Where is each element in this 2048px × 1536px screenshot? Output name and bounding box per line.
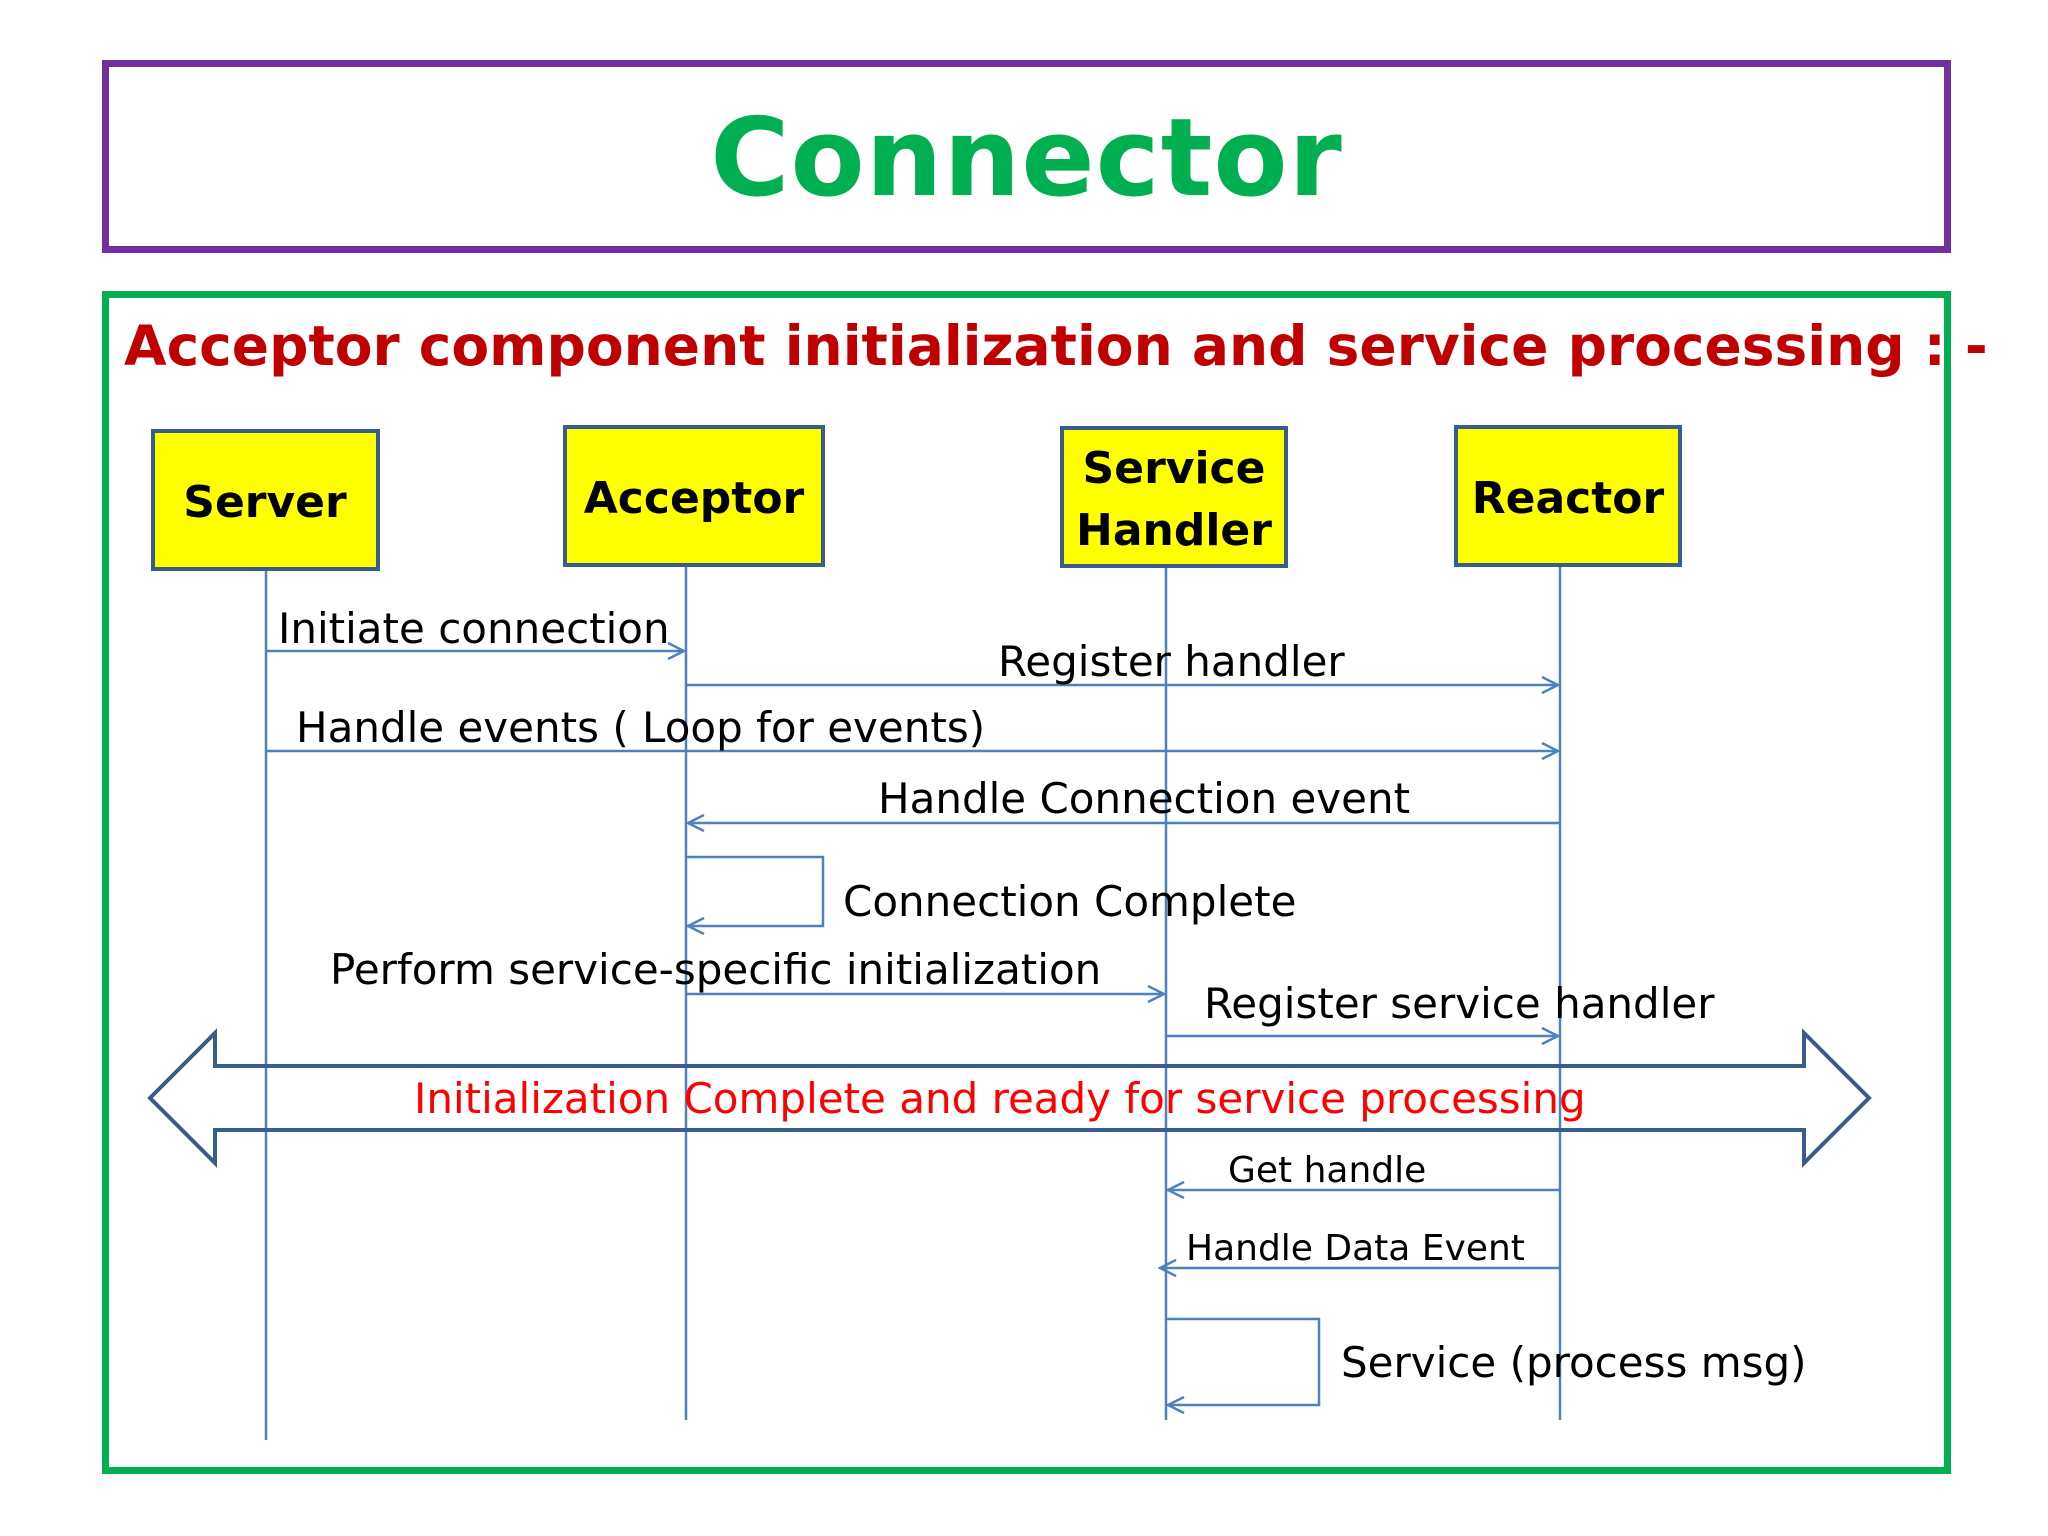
connection-complete-label: Connection Complete xyxy=(843,877,1296,926)
initiate-connection-label: Initiate connection xyxy=(278,604,670,653)
participant-server: Server xyxy=(151,429,380,571)
initialization-banner-label: Initialization Complete and ready for se… xyxy=(414,1074,1586,1123)
participant-reactor-label: Reactor xyxy=(1472,473,1665,524)
participant-acceptor: Acceptor xyxy=(563,425,825,567)
participant-reactor: Reactor xyxy=(1454,425,1682,567)
participant-service-handler: Service Handler xyxy=(1060,426,1288,568)
service-self-arrow xyxy=(1166,1317,1321,1405)
handle-data-event-label: Handle Data Event xyxy=(1186,1228,1525,1269)
handle-events-label: Handle events ( Loop for events) xyxy=(296,703,985,752)
get-handle-label: Get handle xyxy=(1228,1150,1426,1191)
connection-complete-self-arrow xyxy=(686,855,825,926)
participant-service-handler-label-1: Service xyxy=(1083,443,1266,494)
participant-acceptor-label: Acceptor xyxy=(584,473,805,524)
section-heading: Acceptor component initialization and se… xyxy=(124,314,1988,378)
register-handler-label: Register handler xyxy=(998,637,1345,686)
title-box: Connector xyxy=(102,60,1951,253)
page-title: Connector xyxy=(710,96,1343,221)
initialization-banner-arrow xyxy=(147,1028,1872,1168)
perform-init-label: Perform service-specific initialization xyxy=(330,945,1101,994)
participant-server-label: Server xyxy=(183,477,347,528)
service-process-label: Service (process msg) xyxy=(1341,1338,1807,1387)
register-service-handler-label: Register service handler xyxy=(1204,979,1715,1028)
participant-service-handler-label-2: Handler xyxy=(1076,505,1272,556)
handle-connection-event-label: Handle Connection event xyxy=(878,774,1410,823)
